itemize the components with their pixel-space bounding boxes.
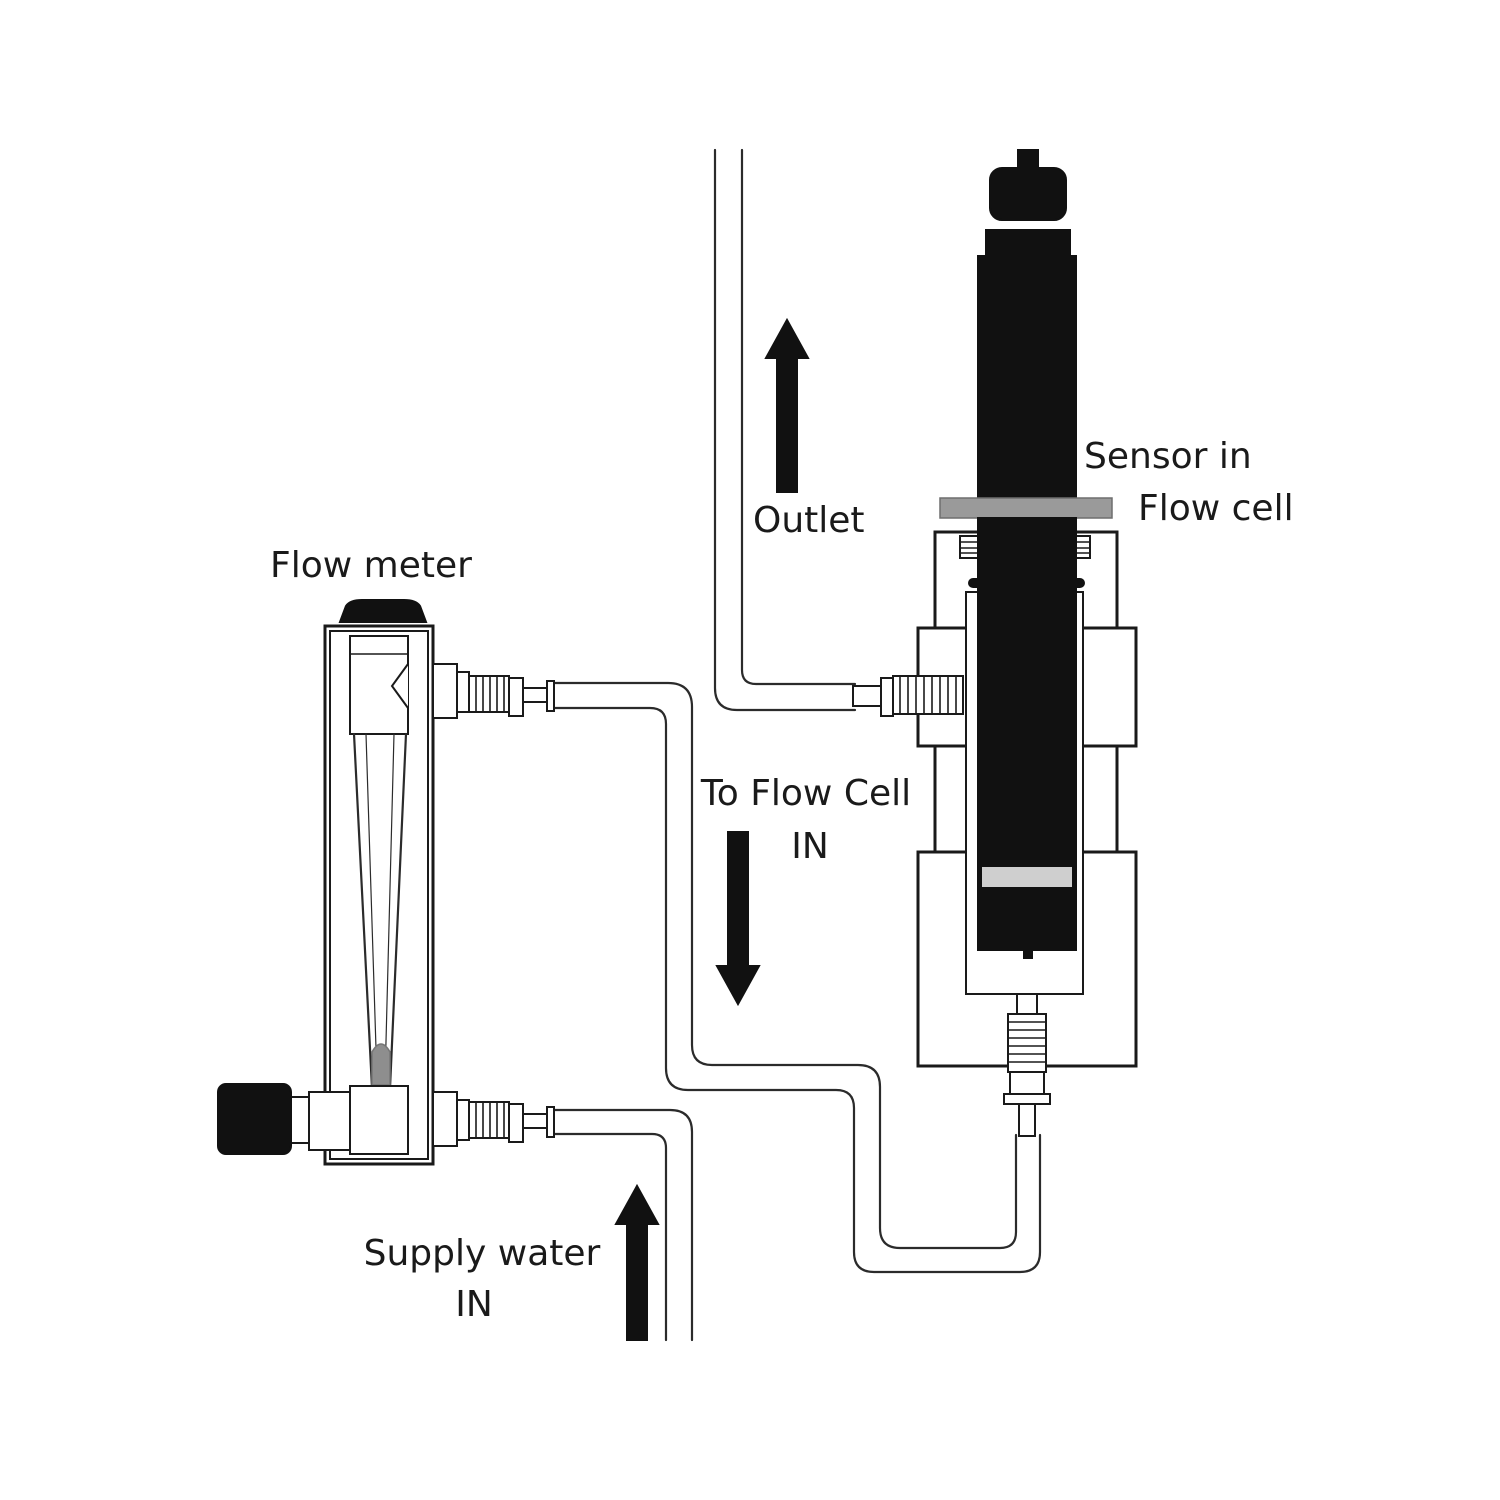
flow-meter-valve-cone <box>390 663 409 709</box>
flow-meter-bottom-fitting <box>349 1085 409 1155</box>
sensor-neck <box>985 229 1071 255</box>
sensor-probe <box>939 149 1113 959</box>
flow-meter-bottom-connector <box>432 1091 555 1147</box>
flow-meter-float <box>371 1043 391 1086</box>
flow-cell-outlet-connector <box>852 675 964 717</box>
supply-water-tube <box>551 1108 694 1342</box>
supply-water-label-line1: Supply water <box>364 1233 601 1274</box>
outlet-tube <box>713 148 857 712</box>
flow-meter-top-connector <box>432 663 555 719</box>
flow-meter-top-cap <box>338 599 428 623</box>
valve-stem <box>290 1096 310 1144</box>
sensor-cap <box>989 167 1067 221</box>
sensor-tip <box>1023 949 1033 959</box>
to-flow-cell-label-line1: To Flow Cell <box>700 773 911 814</box>
flow-cell-inlet-connector <box>1003 993 1051 1137</box>
to-flow-cell-arrow-icon <box>715 831 761 1007</box>
outlet-label: Outlet <box>753 500 865 541</box>
supply-water-arrow-icon <box>614 1183 660 1341</box>
to-flow-cell-tube <box>551 681 1042 1274</box>
flow-meter-label: Flow meter <box>270 545 472 586</box>
sensor-label-line2: Flow cell <box>1138 488 1294 529</box>
sensor-label-line1: Sensor in <box>1084 436 1252 477</box>
outlet-arrow-icon <box>764 317 810 493</box>
sensor-mounting-collar <box>939 497 1113 519</box>
supply-water-label-line2: IN <box>455 1284 493 1325</box>
flow-adjust-knob-icon[interactable] <box>217 1083 292 1155</box>
flow-meter <box>217 599 435 1166</box>
sensor-body-upper <box>977 255 1077 507</box>
flow-meter-tapered-tube <box>352 732 408 1090</box>
sensor-reference-band <box>982 867 1072 887</box>
to-flow-cell-label-line2: IN <box>791 826 829 867</box>
